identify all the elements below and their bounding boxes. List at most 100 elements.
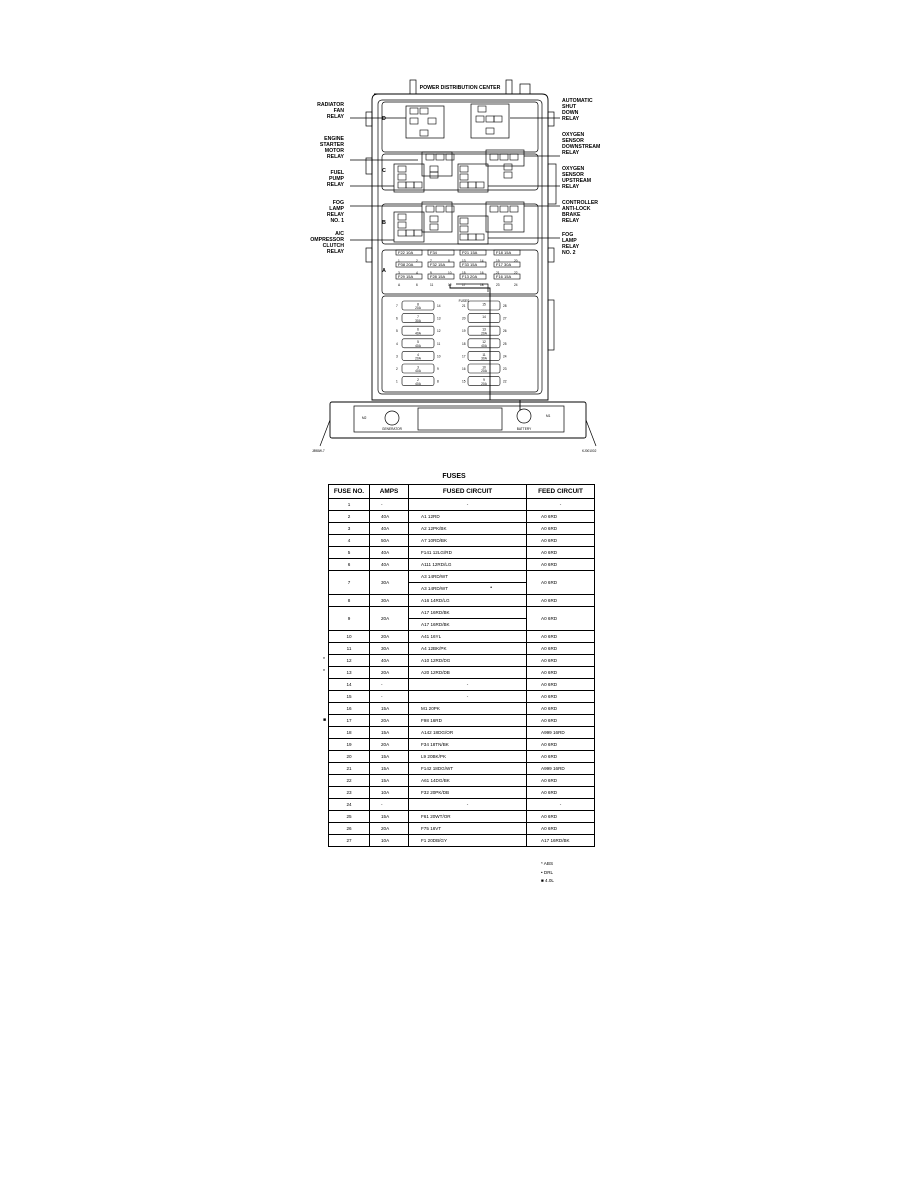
feed-circuit-cell: A17 16RD/BK <box>526 834 595 847</box>
header-fused-circuit: FUSED CIRCUIT <box>408 484 527 499</box>
fused-circuit-cell: F141 12LG/RD <box>408 546 527 559</box>
fuse-no: 18 <box>346 730 352 735</box>
fused-circuit-cell: - <box>408 498 527 511</box>
fuse-no-cell: 5 <box>328 546 370 559</box>
fuse-cavity-right: 11 <box>437 342 441 346</box>
table-row: 1--- <box>328 498 595 511</box>
amps-cell: - <box>369 498 409 511</box>
right-label-oxygen-sensor-downstream-relay: OXYGEN <box>562 132 584 138</box>
fuse-cavity-right: 12 <box>437 329 441 333</box>
fuse-no-cell: 27 <box>328 834 370 847</box>
amps-cell: 40A <box>369 522 409 535</box>
feed-circuit-cell: - <box>526 798 595 811</box>
fuse-no: 22 <box>346 778 352 783</box>
fuse-cavity-left: 2 <box>396 367 398 371</box>
amps-cell: 40A <box>369 510 409 523</box>
row-letter: C <box>382 168 386 174</box>
relay-cavity <box>459 217 469 225</box>
fuse-cavity-right: 24 <box>503 354 507 358</box>
fuse-cavity-right: 25 <box>503 342 507 346</box>
fuse-cavity-left: 17 <box>462 354 466 358</box>
fuses-table-title: FUSES <box>442 473 466 480</box>
fuse-no-cell: 9 <box>328 606 370 631</box>
amps-cell: - <box>369 798 409 811</box>
table-row: 14--A0 6RD <box>328 678 595 691</box>
left-label-radiator-fan-relay: RADIATOR <box>317 102 344 108</box>
relay-cavity <box>503 215 513 223</box>
amps-cell: 30A <box>369 642 409 655</box>
amps-cell: 15A <box>369 810 409 823</box>
relay-cavity <box>429 165 439 173</box>
fuse-no: 26 <box>346 826 352 831</box>
fuse-number: 15 <box>482 302 486 306</box>
fuse-amps: 20A <box>415 306 422 310</box>
row-letter: A <box>382 268 386 274</box>
figure-ref-right: KJ001002 <box>582 449 597 453</box>
right-label-oxygen-sensor-upstream-relay: UPSTREAM <box>562 178 591 184</box>
fuse-no: 17 <box>346 718 352 723</box>
fused-circuit: A3 14RD/WT• <box>409 582 526 594</box>
fuse-cavity-left: 1 <box>396 380 398 384</box>
amps-cell: 20A <box>369 822 409 835</box>
fuse-amps: 20A <box>415 357 422 361</box>
cartridge-fuse <box>401 351 435 361</box>
fuse-amps: 40A <box>415 331 422 335</box>
mini-fuse <box>493 261 521 268</box>
fuse-number: 7 <box>417 315 419 319</box>
amps-cell: 30A <box>369 594 409 607</box>
option-mark: * <box>323 669 325 675</box>
fuse-no: 23 <box>346 790 352 795</box>
cartridge-fuse <box>401 338 435 349</box>
left-label-fuel-pump-relay: PUMP <box>329 176 345 182</box>
fused-circuit-cell: M1 20PK <box>408 702 527 715</box>
feed-circuit-cell: A0 6RD <box>526 666 595 679</box>
mini-fuse-label: F32 15A <box>430 262 445 267</box>
relay-cavity <box>425 205 435 213</box>
feed-circuit-cell: A0 6RD <box>526 546 595 559</box>
relay-cavity <box>459 181 469 189</box>
relay-cavity <box>413 181 423 189</box>
mini-fuse-label: F17 30A <box>496 262 511 267</box>
cartridge-fuse <box>467 325 501 336</box>
fused-circuit-cell: A142 18DG/OR <box>408 726 527 739</box>
mini-fuse-cavity: 16 <box>480 271 484 275</box>
fuse-no-cell: 18 <box>328 726 370 739</box>
generator-label: GENERATOR <box>382 427 403 431</box>
fuse-number: 4 <box>417 353 419 357</box>
power-distribution-center-diagram: POWER DISTRIBUTION CENTERRADIATORFANRELA… <box>310 79 600 453</box>
drl-note: • <box>490 585 492 591</box>
relay-cavity <box>397 165 407 173</box>
mini-fuse-label: P38 20A <box>398 262 414 267</box>
cartridge-fuse <box>467 351 501 361</box>
row-letter: D <box>382 116 386 122</box>
fuse-no-cell: 25 <box>328 810 370 823</box>
right-label-automatic-shut-down-relay: DOWN <box>562 110 579 116</box>
fused-circuit: A17 16RD/BK <box>409 618 526 630</box>
fused-circuit-cell: - <box>408 690 527 703</box>
relay-cavity <box>397 181 407 189</box>
table-row: 15--A0 6RD <box>328 690 595 703</box>
fuse-cavity-right: 26 <box>503 329 507 333</box>
relay-cavity <box>503 171 513 179</box>
fuse-number: 10 <box>482 365 486 369</box>
fuse-cavity-right: 27 <box>503 317 507 321</box>
relay-cavity <box>459 233 469 241</box>
feed-circuit-cell: A0 6RD <box>526 822 595 835</box>
feed-circuit-cell: A0 6RD <box>526 570 595 595</box>
amps-cell: 15A <box>369 750 409 763</box>
relay-cavity <box>499 153 509 161</box>
relay-cavity <box>397 213 407 221</box>
header-fuse-no: FUSE NO. <box>328 484 370 499</box>
fused-circuit-text: A17 16RD/BK <box>421 622 450 627</box>
amps-cell: 40A <box>369 558 409 571</box>
fuse-no-cell: *12 <box>323 654 370 667</box>
feed-circuit-cell: A0 6RD <box>526 714 595 727</box>
fuse-number: 14 <box>482 315 486 319</box>
option-mark: ■ <box>323 717 327 723</box>
